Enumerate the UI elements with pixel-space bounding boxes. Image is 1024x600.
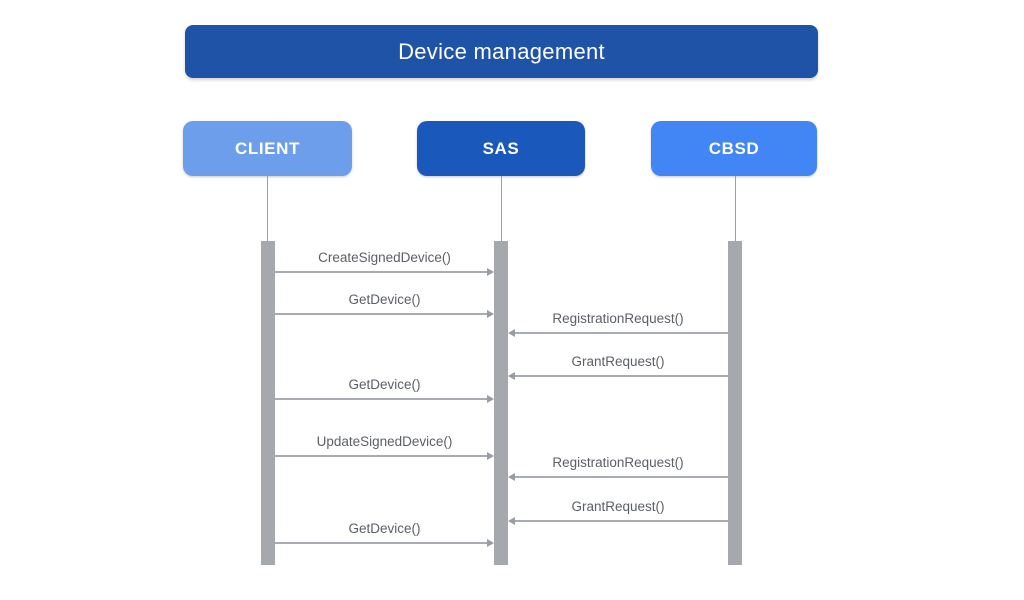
message-line [275,455,488,457]
actor-label-client: CLIENT [235,138,300,158]
lifeline-cbsd [735,176,736,241]
message-line [275,271,488,273]
message-line [275,398,488,400]
activation-bar-cbsd [728,241,742,565]
diagram-title-banner: Device management [185,25,818,78]
message-label: GetDevice() [348,377,421,392]
actor-box-cbsd: CBSD [651,121,817,176]
message-line [514,332,728,334]
arrowhead-left-icon [508,472,515,481]
message-label: RegistrationRequest() [552,311,684,326]
lifeline-sas [501,176,502,241]
actor-box-client: CLIENT [183,121,352,176]
arrowhead-right-icon [487,451,494,460]
message-line [275,542,488,544]
message-label: CreateSignedDevice() [318,250,451,265]
message-line [275,313,488,315]
message-line [514,375,728,377]
message-line [514,476,728,478]
actor-label-cbsd: CBSD [708,138,760,158]
activation-bar-sas [494,241,508,565]
lifeline-client [267,176,268,241]
arrowhead-right-icon [487,267,494,276]
message-label: GetDevice() [348,292,421,307]
arrowhead-left-icon [508,328,515,337]
arrowhead-right-icon [487,538,494,547]
actor-label-sas: SAS [482,138,520,158]
arrowhead-left-icon [508,371,515,380]
arrowhead-right-icon [487,309,494,318]
message-line [514,520,728,522]
message-label: UpdateSignedDevice() [316,434,453,449]
message-label: RegistrationRequest() [552,455,684,470]
activation-bar-client [261,241,275,565]
message-label: GrantRequest() [571,499,665,514]
message-label: GrantRequest() [571,354,665,369]
message-label: GetDevice() [348,521,421,536]
actor-box-sas: SAS [417,121,585,176]
arrowhead-right-icon [487,394,494,403]
arrowhead-left-icon [508,516,515,525]
diagram-title-text: Device management [398,38,605,64]
